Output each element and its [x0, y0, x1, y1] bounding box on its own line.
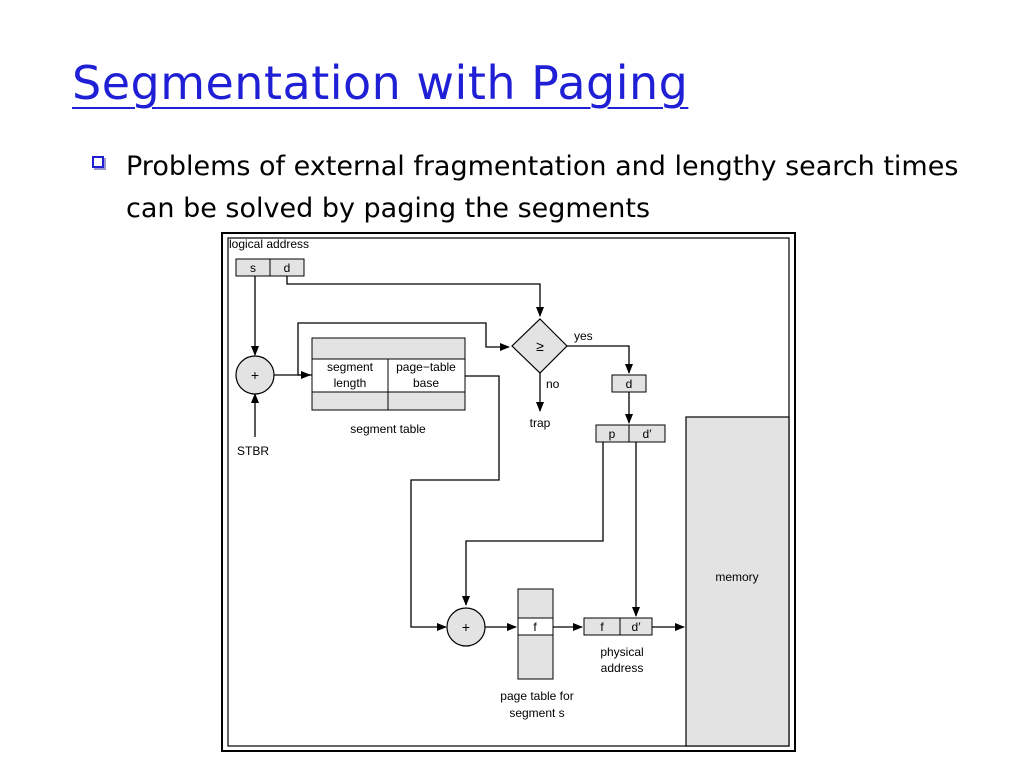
d-prime-text: d′	[643, 427, 653, 441]
arrow-yes-to-d	[567, 345, 633, 374]
physical-address-label-line1: physical	[600, 645, 643, 659]
p-text: p	[609, 427, 616, 441]
arrow-length-to-compare	[297, 322, 510, 376]
page-table-label-line1: page table for	[500, 689, 573, 703]
segment-length-line1: segment	[327, 360, 374, 374]
physical-d-prime-text: d′	[632, 620, 642, 634]
memory-block	[685, 416, 790, 747]
square-bullet-icon	[92, 156, 104, 168]
adder-page-plus: +	[462, 619, 470, 635]
segment-table-label: segment table	[350, 422, 426, 436]
memory-label: memory	[715, 570, 758, 584]
trap-label: trap	[530, 416, 551, 430]
bullet-text: Problems of external fragmentation and l…	[126, 151, 959, 224]
d-prime-cell	[628, 424, 666, 443]
physical-f-text: f	[600, 620, 604, 634]
no-label: no	[546, 377, 560, 391]
yes-label: yes	[574, 329, 593, 343]
logical-d-text: d	[284, 261, 291, 275]
segment-table-bottom-row-left	[311, 391, 389, 411]
logical-address-label: logical address	[229, 237, 309, 251]
page-table-f-text: f	[533, 620, 537, 634]
segmentation-paging-diagram: memory logical address s d STBR + segmen…	[221, 232, 796, 752]
segment-table-top-row	[311, 337, 466, 360]
segment-length-line2: length	[334, 376, 367, 390]
logical-s-text: s	[250, 261, 256, 275]
adder-segment-plus: +	[251, 367, 259, 383]
segment-table-bottom-row-right	[387, 391, 466, 411]
slide-title: Segmentation with Paging	[72, 56, 689, 110]
page-table-base-line2: base	[413, 376, 439, 390]
arrow-d-to-compare	[286, 276, 544, 317]
arrow-p-to-adder	[462, 442, 604, 606]
physical-address-label-line2: address	[601, 661, 644, 675]
page-table-base-line1: page−table	[396, 360, 456, 374]
offset-d-text: d	[626, 377, 633, 391]
arrow-base-to-adder	[410, 375, 500, 631]
stbr-label: STBR	[237, 444, 269, 458]
page-table-label-line2: segment s	[509, 706, 564, 720]
compare-symbol: ≥	[536, 338, 544, 354]
